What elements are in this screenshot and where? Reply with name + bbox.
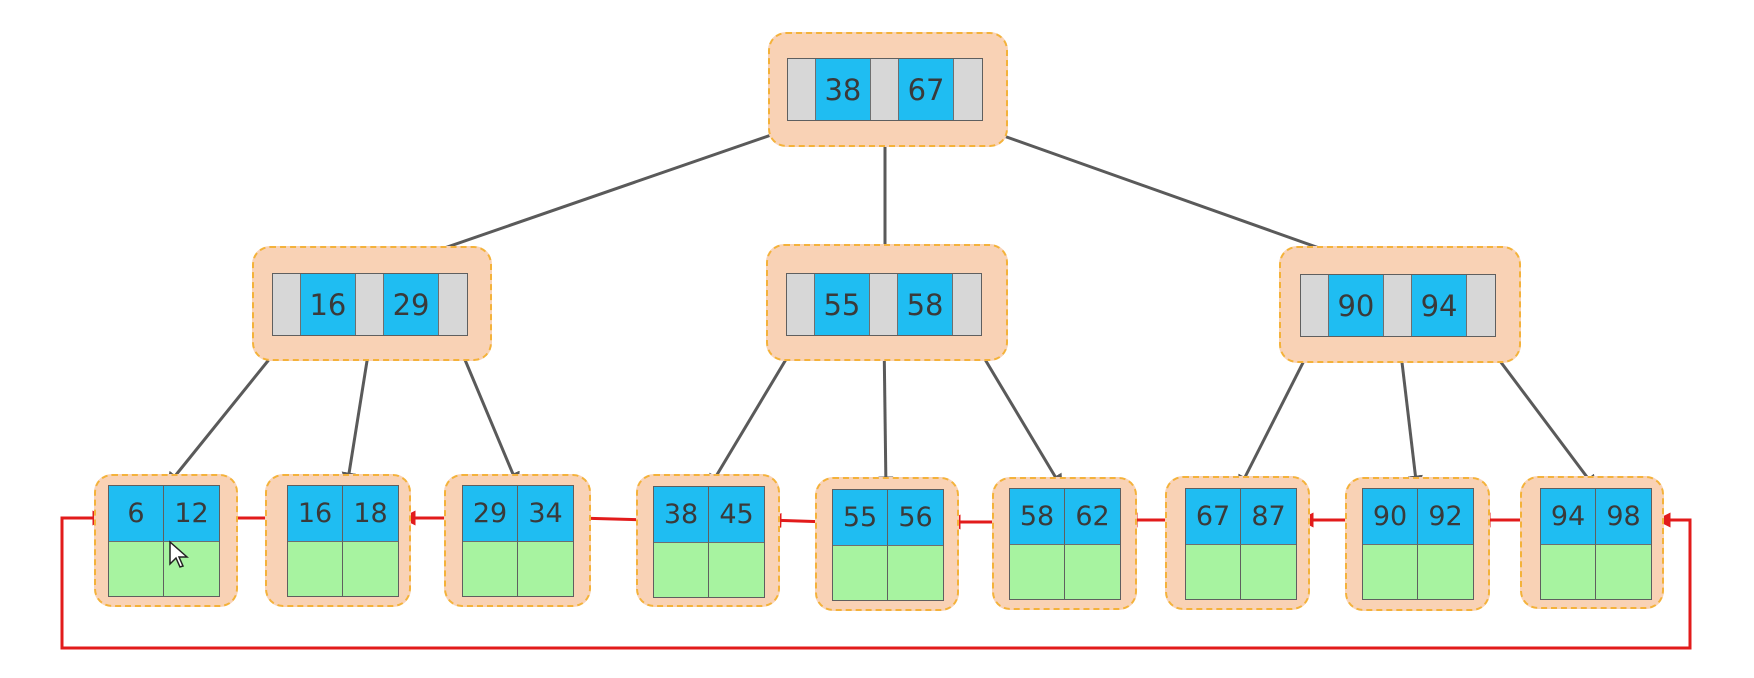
leaf-key: 98 [1596, 489, 1651, 544]
leaf-block-7: 90 92 [1362, 488, 1474, 600]
internal-key: 16 [300, 274, 357, 335]
tree-edge-arrow [707, 335, 802, 490]
leaf-data-cell [288, 541, 343, 596]
root-key-1: 67 [898, 59, 955, 120]
leaf-data-cell [1541, 544, 1596, 599]
leaf-key: 38 [654, 487, 709, 542]
tree-edge-arrow [341, 335, 373, 488]
internal-pointer [953, 274, 981, 335]
internal-pointer [870, 274, 898, 335]
internal-pointer [273, 274, 301, 335]
root-key-0: 38 [815, 59, 872, 120]
internal-key: 29 [383, 274, 440, 335]
leaf-key: 16 [288, 486, 343, 541]
leaf-data-cell [888, 545, 943, 600]
tree-edge-arrow [878, 335, 894, 492]
leaf-block-0: 6 12 [108, 485, 220, 597]
leaf-key: 29 [463, 486, 518, 541]
root-pointer-1 [871, 59, 899, 120]
leaf-key: 45 [709, 487, 764, 542]
leaf-data-cell [1418, 544, 1473, 599]
leaf-key: 67 [1186, 489, 1241, 544]
leaf-key: 58 [1010, 489, 1065, 544]
tree-edge-arrow [165, 335, 290, 488]
internal-pointer [439, 274, 467, 335]
leaf-block-2: 29 34 [462, 485, 574, 597]
leaf-data-cell [109, 541, 164, 596]
internal-key: 94 [1411, 275, 1468, 336]
leaf-data-cell [1363, 544, 1418, 599]
internal-pointer [356, 274, 384, 335]
leaf-data-cell [1186, 544, 1241, 599]
leaf-data-cell [1065, 544, 1120, 599]
tree-edge-arrow [453, 335, 520, 488]
leaf-data-cell [518, 541, 573, 596]
leaf-key: 56 [888, 490, 943, 545]
leaf-key: 90 [1363, 489, 1418, 544]
leaf-data-cell [1596, 544, 1651, 599]
internal-key: 90 [1328, 275, 1385, 336]
leaf-key: 34 [518, 486, 573, 541]
leaf-key: 62 [1065, 489, 1120, 544]
leaf-key: 94 [1541, 489, 1596, 544]
internal-pointer [787, 274, 815, 335]
leaf-data-cell [654, 542, 709, 597]
leaf-data-cell [343, 541, 398, 596]
leaf-block-3: 38 45 [653, 486, 765, 598]
leaf-block-8: 94 98 [1540, 488, 1652, 600]
leaf-data-cell [1010, 544, 1065, 599]
internal-pointer [1384, 275, 1412, 336]
leaf-block-6: 67 87 [1185, 488, 1297, 600]
leaf-key: 92 [1418, 489, 1473, 544]
leaf-block-1: 16 18 [287, 485, 399, 597]
leaf-key: 18 [343, 486, 398, 541]
leaf-block-5: 58 62 [1009, 488, 1121, 600]
internal-pointer [1467, 275, 1495, 336]
internal-key: 58 [897, 274, 954, 335]
leaf-key: 6 [109, 486, 164, 541]
leaf-wraparound-link [60, 510, 1692, 650]
leaf-data-cell [463, 541, 518, 596]
leaf-key: 55 [833, 490, 888, 545]
tree-edge-arrow [969, 335, 1064, 490]
internal-key: 55 [814, 274, 871, 335]
root-pointer-2 [954, 59, 982, 120]
root-keys: 38 67 [787, 58, 983, 121]
root-pointer-0 [788, 59, 816, 120]
leaf-data-cell [1241, 544, 1296, 599]
internal-keys-0: 16 29 [272, 273, 468, 336]
internal-keys-1: 55 58 [786, 273, 982, 336]
leaf-data-cell [709, 542, 764, 597]
internal-keys-2: 90 94 [1300, 274, 1496, 337]
leaf-key: 12 [164, 486, 219, 541]
leaf-key: 87 [1241, 489, 1296, 544]
leaf-block-4: 55 56 [832, 489, 944, 601]
mouse-cursor-icon [169, 540, 189, 568]
internal-pointer [1301, 275, 1329, 336]
leaf-data-cell [833, 545, 888, 600]
